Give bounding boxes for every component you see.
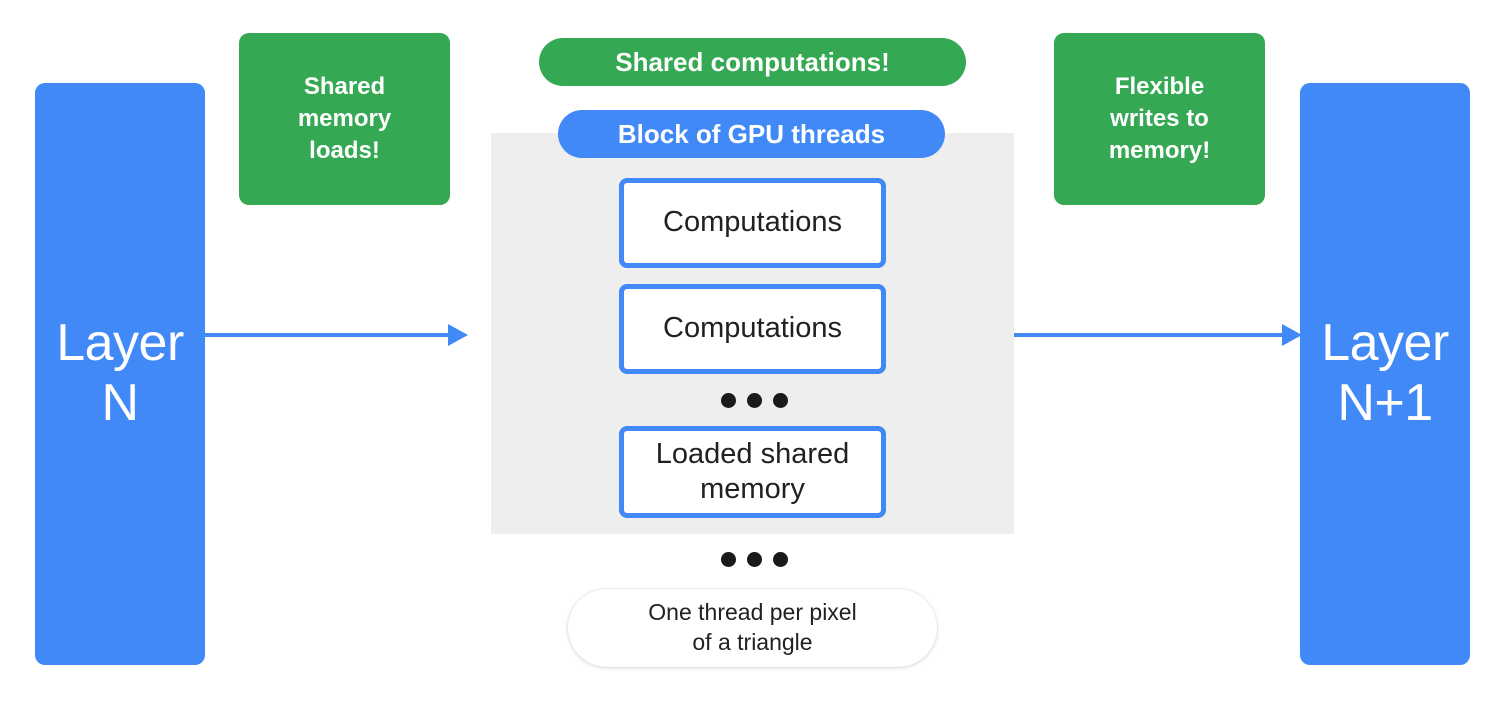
arrow-head-icon	[1282, 324, 1302, 346]
footer-note-one-thread-per-pixel: One thread per pixel of a triangle	[568, 589, 937, 667]
ellipsis-dots-inner	[721, 393, 788, 408]
dot-icon	[721, 393, 736, 408]
block-of-gpu-threads-label: Block of GPU threads	[558, 110, 945, 158]
layer-n-box: Layer N	[35, 83, 205, 665]
dot-icon	[773, 393, 788, 408]
dot-icon	[721, 552, 736, 567]
thread-box-loaded-shared-memory: Loaded shared memory	[619, 426, 886, 518]
callout-flexible-writes-to-memory: Flexible writes to memory!	[1054, 33, 1265, 205]
dot-icon	[747, 393, 762, 408]
dot-icon	[773, 552, 788, 567]
arrow-layer-n-to-block	[205, 324, 468, 346]
thread-box-computations-2: Computations	[619, 284, 886, 374]
layer-n-plus-1-box: Layer N+1	[1300, 83, 1470, 665]
callout-shared-memory-loads: Shared memory loads!	[239, 33, 450, 205]
arrow-head-icon	[448, 324, 468, 346]
arrow-shaft	[1014, 333, 1284, 337]
ellipsis-dots-outer	[721, 552, 788, 567]
arrow-shaft	[205, 333, 450, 337]
callout-shared-computations: Shared computations!	[539, 38, 966, 86]
dot-icon	[747, 552, 762, 567]
arrow-block-to-layer-n1	[1014, 324, 1302, 346]
thread-box-computations-1: Computations	[619, 178, 886, 268]
